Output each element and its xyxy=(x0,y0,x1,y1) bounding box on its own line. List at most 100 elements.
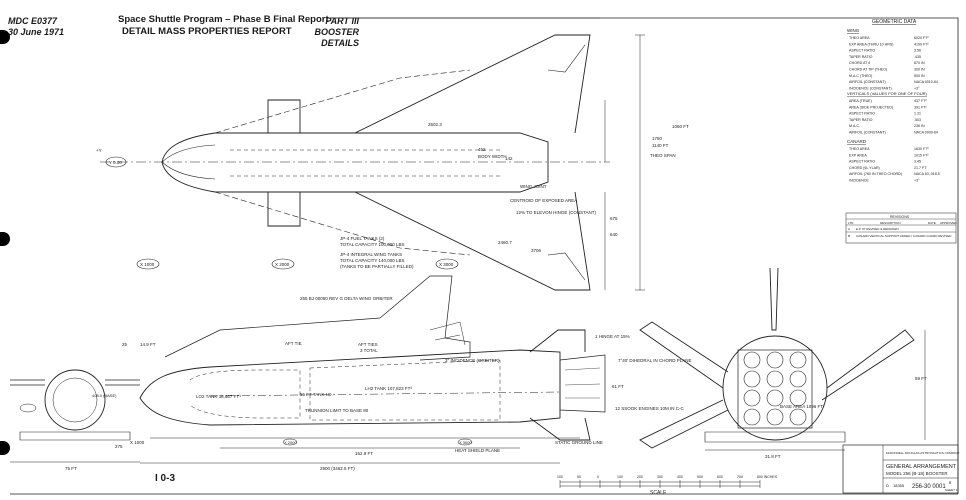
canard-row-label: CHORD (¢L YLAR) xyxy=(849,166,880,170)
dim-overall-length: 2900 (3462.5 FT) xyxy=(320,466,355,471)
side-engine-nozzles xyxy=(559,354,606,413)
orbiter-label-1: 255 BJ 00050 REV G DELTA WING ORBITER xyxy=(300,296,393,301)
dim-61ft: 61 FT xyxy=(612,384,624,389)
dim-452: 452 xyxy=(478,147,486,152)
dim-59ft: 59 FT xyxy=(915,376,927,381)
orbiter-tail-detail xyxy=(429,321,466,346)
station-x3000: X 3000 xyxy=(439,262,454,267)
part-subtitle: BOOSTER DETAILS xyxy=(314,27,359,48)
fuselage-outline xyxy=(161,132,549,193)
vertical-row-label: M.A.C. xyxy=(849,124,860,128)
canard-row-label: AIRFOIL (760 IN THEO CHORD) xyxy=(849,172,902,176)
canard-row-value: +3° xyxy=(914,179,920,183)
wing-upper-elevon xyxy=(547,44,586,73)
doc-number: MDC E0377 xyxy=(8,16,58,26)
station-x3000-marker xyxy=(435,258,459,270)
theo-span-label: THEO SPAN xyxy=(650,153,676,158)
rear-wing-right xyxy=(821,329,915,401)
wing-row-label: TAPER RATIO xyxy=(849,55,873,59)
dim-75ft: 75 FT xyxy=(65,466,77,471)
canard-row-value: 3.45 xyxy=(914,160,921,164)
binder-hole xyxy=(0,30,10,44)
wing-row-value: .435 xyxy=(914,55,921,59)
dim-3706: 3706 xyxy=(531,248,542,253)
canard-row-value: 21.7 FT xyxy=(914,166,927,170)
canard-row-value: 1630 FT² xyxy=(914,147,929,151)
engine-nozzle xyxy=(743,408,761,426)
elevon-hinge-label: 12% TO ELEVON HINGE (CONSTANT) xyxy=(516,210,597,215)
wing-row-label: EXP AREA (THRU 10 HRS) xyxy=(849,42,893,46)
engines-label: 12 SSOOK ENGINES 10M IN C-C xyxy=(615,406,685,411)
canard-row-label: INCIDENCE xyxy=(849,179,869,183)
engine-nozzle xyxy=(766,408,784,426)
scale-tick-label: 800 INCHES xyxy=(757,475,778,479)
canard-row-label: THEO AREA xyxy=(849,147,870,151)
span-dimension xyxy=(635,34,645,291)
size-code: D xyxy=(886,483,889,488)
dim-675: 675 xyxy=(610,216,618,221)
rear-wing-left-lower xyxy=(639,399,729,449)
doc-date: 30 June 1971 xyxy=(8,27,65,37)
side-fuselage-midline xyxy=(209,391,561,397)
scale-tick-label: 700 xyxy=(737,475,743,479)
dim-2502: 2502.3 xyxy=(428,122,442,127)
engine-nozzle xyxy=(766,389,784,407)
wing-row-value: 670 IN xyxy=(914,61,925,65)
wing-joint-label: WING JOINT xyxy=(520,184,547,189)
sheet-number: SHEET 1 xyxy=(945,488,958,492)
dim-1750: 1750 xyxy=(652,136,663,141)
front-station-marker xyxy=(19,403,37,413)
wing-row-value: 6020 FT² xyxy=(914,36,929,40)
heat-shield-label: HEAT SHIELD PLANE xyxy=(455,448,500,453)
title-block-frame xyxy=(842,444,959,494)
wing-row-label: THEO AREA xyxy=(849,36,870,40)
company-name: McDONNELL DOUGLAS ASTRONAUTICS COMPANY xyxy=(886,451,960,455)
dim-408-base: 408.0 (BASE) xyxy=(92,393,117,398)
geometric-data-heading: GEOMETRIC DATA xyxy=(872,19,917,25)
wing-heading: WING xyxy=(847,28,860,33)
wing-row-label: CHORD AT TIP (THEO) xyxy=(849,68,887,72)
tank-id-label: 55 FT TANK I.D. xyxy=(300,392,333,397)
front-view-left: 408.0 (BASE) 75 FT 275 25 14.9 FT xyxy=(10,342,156,471)
rev-col-approved: APPROVED xyxy=(940,221,958,225)
aft-ties-label: AFT TIES xyxy=(358,342,378,347)
code-ident: 18355 xyxy=(893,483,905,488)
nose-cone xyxy=(161,144,216,180)
wing-upper xyxy=(354,34,591,134)
wing-row-value: 500 IN xyxy=(914,74,925,78)
wing-row-label: CHORD AT ¢ xyxy=(849,61,870,65)
scale-tick-label: 100 xyxy=(617,475,623,479)
scale-tick-label: 400 xyxy=(677,475,683,479)
engine-nozzle xyxy=(743,389,761,407)
vertical-row-value: 437 FT² xyxy=(914,99,927,103)
scale-tick-label: 500 xyxy=(697,475,703,479)
station-y0-marker xyxy=(105,156,127,168)
orbiter-outline xyxy=(164,275,471,361)
wing-row-value: 4190 FT² xyxy=(914,42,929,46)
engine-nozzle xyxy=(766,370,784,388)
canard-row-label: ASPECT RATIO xyxy=(849,160,875,164)
wing-row-label: INCIDENCE (CONSTANT) xyxy=(849,86,892,90)
part-block: PART III BOOSTER DETAILS xyxy=(297,16,359,49)
wing-tank-note-2: TOTAL CAPACITY 140,000 LBS xyxy=(340,258,405,263)
rev-col-desc: DESCRIPTION xyxy=(880,221,901,225)
scale-tick-label: 600 xyxy=(717,475,723,479)
rear-wing-left xyxy=(639,321,729,389)
side-vertical-tail-lower xyxy=(529,417,591,441)
scale-tick-label: 100 xyxy=(557,475,563,479)
lo2-tank-label: LO2 TANK 38,667 FT³ xyxy=(196,394,241,399)
vertical-row-label: AREA (TRUE) xyxy=(849,99,872,103)
vertical-row-value: 236 IN xyxy=(914,124,925,128)
dim-2460: 2460.7 xyxy=(498,240,512,245)
ground-line-label: STATIC GROUND LINE xyxy=(555,440,603,445)
program-title: Space Shuttle Program – Phase B Final Re… xyxy=(118,14,329,25)
rev-a-desc: E.P. 67 REVISED & REDRAWN xyxy=(856,227,899,231)
revisions-frame xyxy=(845,212,957,244)
revisions-block: REVISIONS LTR DESCRIPTION DATE APPROVED … xyxy=(845,212,958,244)
rev-col-ltr: LTR xyxy=(848,221,854,225)
station-y0: Y 0.00 xyxy=(109,160,122,165)
scale-tick-label: 300 xyxy=(657,475,663,479)
body-width-label: BODY WIDTH xyxy=(478,154,507,159)
front-fuselage-circle xyxy=(44,369,106,431)
